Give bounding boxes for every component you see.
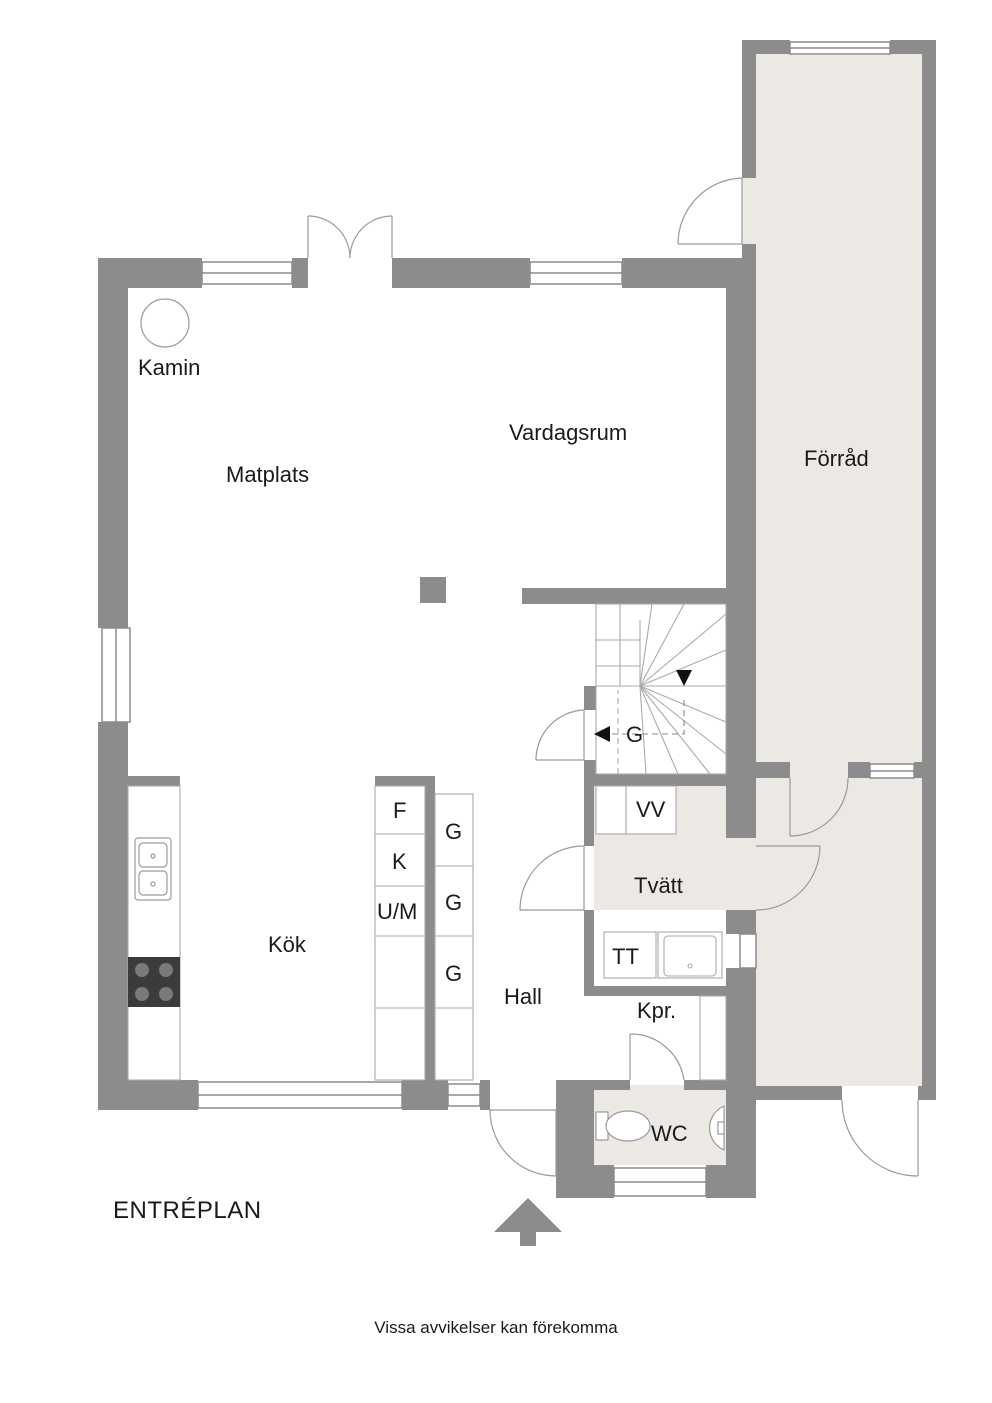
label-vv: VV [636, 797, 666, 822]
label-kamin: Kamin [138, 355, 200, 380]
label-um: U/M [377, 899, 417, 924]
label-vardagsrum: Vardagsrum [509, 420, 627, 445]
label-wc: WC [651, 1121, 688, 1146]
label-kpr: Kpr. [637, 998, 676, 1023]
toilet-icon [595, 1110, 651, 1142]
label-tvatt: Tvätt [634, 873, 683, 898]
label-g1: G [445, 819, 462, 844]
kitchen-counter [127, 785, 474, 1081]
walls [98, 40, 936, 1198]
windows [101, 41, 915, 1197]
label-f: F [393, 798, 406, 823]
label-g-stair: G [626, 722, 643, 747]
label-matplats: Matplats [226, 462, 309, 487]
label-forrad: Förråd [804, 446, 869, 471]
storage-floor [742, 54, 924, 1086]
stove-icon [128, 957, 180, 1007]
stair-arrow-left [594, 726, 610, 742]
label-g3: G [445, 961, 462, 986]
disclaimer: Vissa avvikelser kan förekomma [374, 1318, 618, 1337]
wc-sink-icon [708, 1105, 725, 1151]
fireplace-symbol [140, 298, 190, 348]
label-k: K [392, 849, 407, 874]
entrance-arrow-icon [494, 1198, 562, 1246]
laundry-fittings [595, 785, 727, 1081]
sink-icon [134, 837, 172, 901]
label-hall: Hall [504, 984, 542, 1009]
doors [307, 177, 919, 1177]
plan-title: ENTRÉPLAN [113, 1197, 262, 1224]
label-g2: G [445, 890, 462, 915]
stair-arrow-down [676, 670, 692, 686]
staircase [595, 603, 727, 775]
label-tt: TT [612, 944, 639, 969]
label-kok: Kök [268, 932, 307, 957]
